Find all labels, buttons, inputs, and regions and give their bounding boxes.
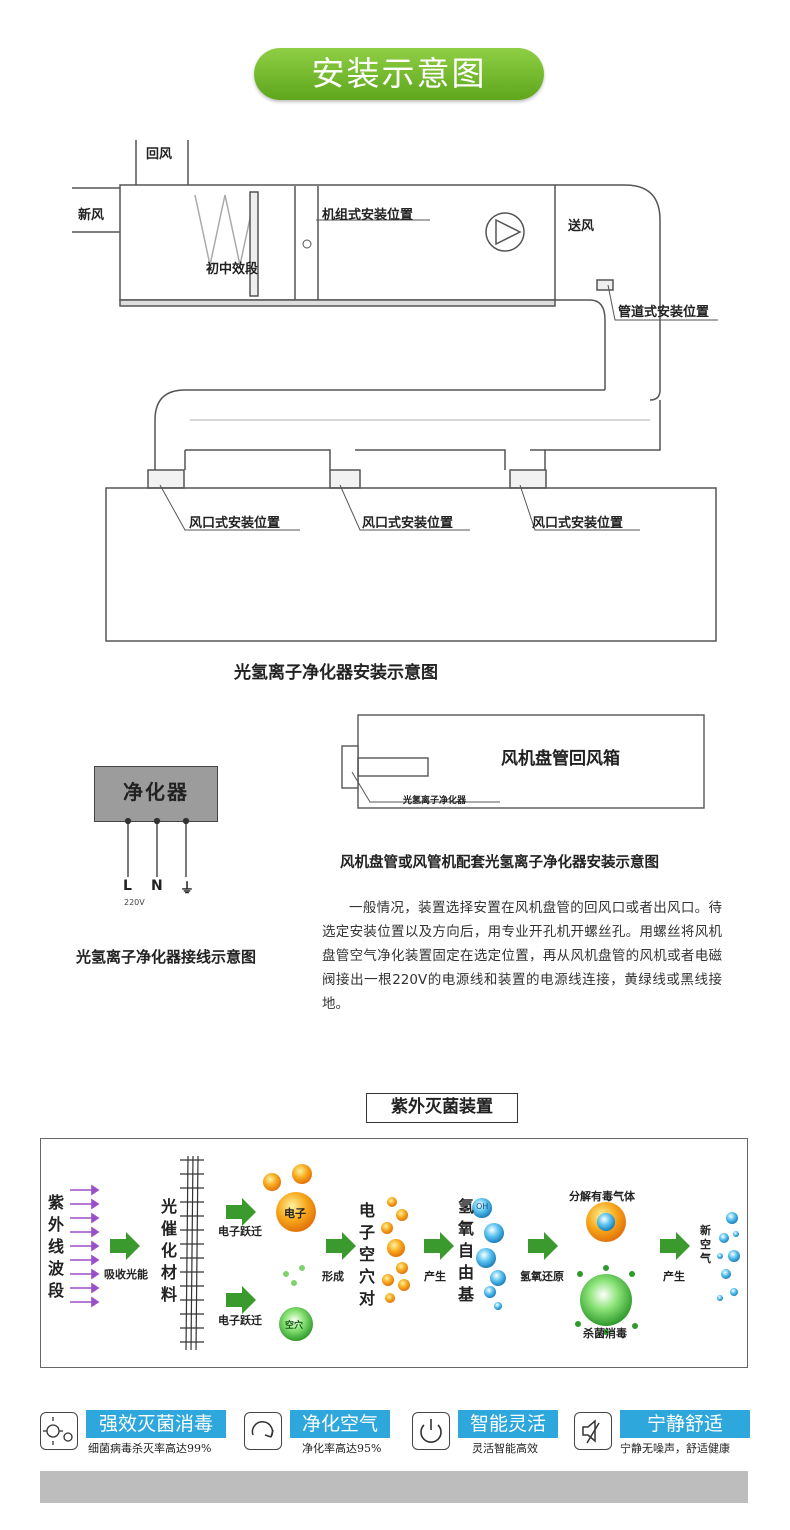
sterilize-label: 杀菌消毒 (583, 1327, 627, 1340)
mute-icon (574, 1412, 612, 1450)
power-icon (412, 1412, 450, 1450)
terminal-n: N (151, 878, 163, 894)
terminal-l: L (123, 878, 132, 894)
page-title: 安装示意图 (254, 48, 544, 100)
fan-coil-diagram (341, 714, 705, 809)
label-supply-air: 送风 (568, 219, 595, 234)
feature-quiet: 宁静舒适 宁静无噪声，舒适健康 (574, 1408, 750, 1462)
hydroxyl-radical-label: 氢氧自由基 (457, 1197, 474, 1304)
uv-band-label: 紫外线波段 (47, 1193, 64, 1300)
label-filter: 初中效段 (206, 262, 259, 277)
oh-label: OH (476, 1202, 489, 1211)
purifier-box: 净化器 (94, 766, 218, 822)
footer-bar (40, 1471, 748, 1503)
fan-coil-box-title: 风机盘管回风箱 (501, 749, 620, 769)
fan-coil-device-label: 光氢离子净化器 (403, 796, 467, 806)
purify-icon (244, 1412, 282, 1450)
feature-smart: 智能灵活 灵活智能高效 (412, 1408, 562, 1462)
feature-title: 净化空气 (290, 1410, 390, 1438)
hydroxyl-reduction-label: 氢氧还原 (520, 1270, 564, 1283)
form-label: 形成 (322, 1270, 344, 1283)
electron-transition-2: 电子跃迁 (218, 1314, 262, 1327)
fresh-air-label: 新空气 (700, 1224, 711, 1265)
installation-caption: 光氢离子净化器安装示意图 (234, 663, 438, 683)
hole-label: 空穴 (285, 1321, 304, 1331)
sterilize-icon (40, 1412, 78, 1450)
feature-subtitle: 细菌病毒杀灭率高达99% (88, 1442, 212, 1455)
feature-title: 强效灭菌消毒 (86, 1410, 226, 1438)
uv-process-frame (40, 1138, 748, 1368)
electron-transition-1: 电子跃迁 (218, 1225, 262, 1238)
electron-hole-pair-label: 电子空穴对 (358, 1201, 375, 1308)
fan-coil-caption: 风机盘管或风管机配套光氢离子净化器安装示意图 (340, 855, 659, 871)
feature-subtitle: 灵活智能高效 (472, 1442, 538, 1455)
uv-process-graphics (70, 1155, 740, 1351)
label-vent-position-2: 风口式安装位置 (362, 516, 454, 531)
voltage-label: 220V (124, 898, 145, 907)
uv-section-title: 紫外灭菌装置 (366, 1093, 518, 1123)
installation-diagram (72, 140, 718, 642)
feature-subtitle: 净化率高达95% (302, 1442, 382, 1455)
wiring-lines (124, 817, 190, 877)
electron-label: 电子 (284, 1207, 306, 1220)
terminal-ground: ⏚ (180, 881, 194, 897)
wiring-caption: 光氢离子净化器接线示意图 (76, 948, 257, 966)
decompose-gas-label: 分解有毒气体 (569, 1190, 635, 1203)
label-duct-position: 管道式安装位置 (618, 305, 710, 320)
label-vent-position-1: 风口式安装位置 (189, 516, 281, 531)
feature-title: 智能灵活 (458, 1410, 558, 1438)
feature-subtitle: 宁静无噪声，舒适健康 (620, 1442, 730, 1455)
label-fresh-air: 新风 (78, 208, 105, 223)
label-unit-position: 机组式安装位置 (322, 208, 414, 223)
label-vent-position-3: 风口式安装位置 (532, 516, 624, 531)
feature-sterilize: 强效灭菌消毒 细菌病毒杀灭率高达99% (40, 1408, 230, 1462)
feature-title: 宁静舒适 (620, 1410, 750, 1438)
produce-label-1: 产生 (424, 1270, 446, 1283)
photocatalyst-label: 光催化材料 (160, 1197, 177, 1304)
produce-label-2: 产生 (663, 1270, 685, 1283)
absorb-light-label: 吸收光能 (104, 1268, 148, 1281)
label-return-air: 回风 (146, 147, 173, 162)
install-description: 一般情况，装置选择安置在风机盘管的回风口或者出风口。待选定安装位置以及方向后，用… (322, 900, 722, 1012)
feature-purify: 净化空气 净化率高达95% (244, 1408, 394, 1462)
